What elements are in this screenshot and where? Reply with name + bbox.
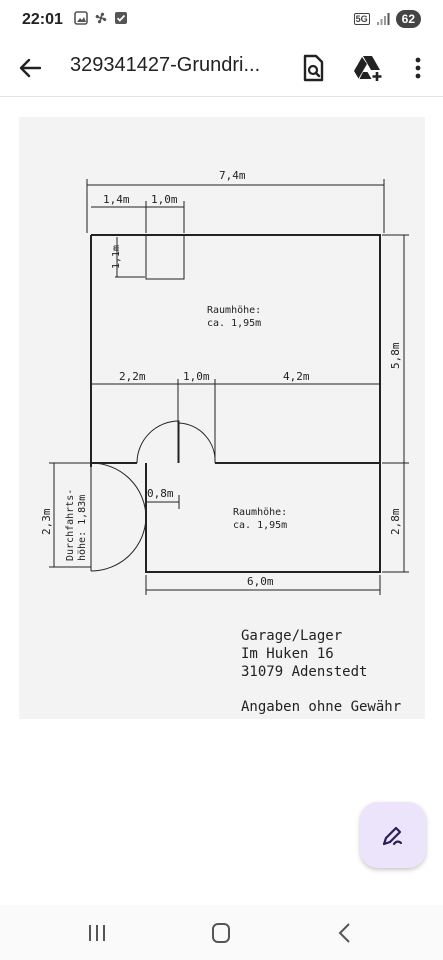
dim-seg-b: 1,0m xyxy=(183,370,210,383)
property-notes: Garage/Lager Im Huken 16 31079 Adenstedt xyxy=(241,627,367,681)
more-vert-icon[interactable] xyxy=(402,52,434,84)
status-time: 22:01 xyxy=(22,11,63,28)
fan-icon xyxy=(95,12,107,24)
passage-label-line2: höhe: 1,83m xyxy=(77,495,88,561)
disclaimer: Angaben ohne Gewähr xyxy=(241,699,402,715)
notification-icons xyxy=(74,11,128,25)
network-type: 5G xyxy=(353,13,370,25)
home-icon[interactable] xyxy=(206,918,236,948)
drive-add-icon[interactable] xyxy=(352,52,384,84)
dim-chimney-height: 1,1m xyxy=(111,245,122,269)
dim-segment-left: 1,4m xyxy=(103,193,130,206)
battery-level: 62 xyxy=(395,10,421,28)
dim-door-width: 0,8m xyxy=(147,487,174,500)
dim-total-width: 7,4m xyxy=(219,169,246,182)
dim-seg-c: 4,2m xyxy=(283,370,310,383)
search-document-icon[interactable] xyxy=(297,52,329,84)
room2-label-line2: ca. 1,95m xyxy=(233,520,287,531)
check-box-icon xyxy=(115,12,127,24)
document-title: 329341427-Grundri... xyxy=(70,54,261,76)
passage-label-line1: Durchfahrts- xyxy=(65,489,76,561)
signal-icon xyxy=(376,13,390,25)
dim-seg-a: 2,2m xyxy=(119,370,146,383)
room1-label-line1: Raumhöhe: xyxy=(207,305,261,316)
status-bar: 22:01 5G 62 xyxy=(0,0,443,40)
room2-label-line1: Raumhöhe: xyxy=(233,507,287,518)
room1-label-line2: ca. 1,95m xyxy=(207,318,261,329)
dim-height-right-bottom: 2,8m xyxy=(389,508,402,535)
notes-line-1: Garage/Lager xyxy=(241,628,343,644)
document-viewer[interactable]: 7,4m 1,4m 1,0m Raumhöhe: ca. 1,95m 2,2m … xyxy=(0,97,443,905)
notes-line-3: 31079 Adenstedt xyxy=(241,664,368,680)
image-icon xyxy=(74,11,88,25)
app-bar: 329341427-Grundri... xyxy=(0,40,443,97)
back-icon[interactable] xyxy=(330,918,360,948)
dim-bottom-width: 6,0m xyxy=(247,575,274,588)
document-page: 7,4m 1,4m 1,0m Raumhöhe: ca. 1,95m 2,2m … xyxy=(19,117,425,719)
recent-apps-icon[interactable] xyxy=(82,918,112,948)
dim-segment-chimney: 1,0m xyxy=(151,193,178,206)
floor-plan-drawing: 7,4m 1,4m 1,0m Raumhöhe: ca. 1,95m 2,2m … xyxy=(40,169,409,595)
system-status: 5G 62 xyxy=(353,10,421,28)
draw-icon xyxy=(382,826,403,846)
system-nav-bar xyxy=(0,905,443,960)
dim-height-right-top: 5,8m xyxy=(389,342,402,369)
annotate-button[interactable] xyxy=(360,802,426,868)
notes-line-2: Im Huken 16 xyxy=(241,646,334,662)
back-arrow-icon[interactable] xyxy=(14,52,46,84)
dim-entrance-height: 2,3m xyxy=(40,508,53,535)
